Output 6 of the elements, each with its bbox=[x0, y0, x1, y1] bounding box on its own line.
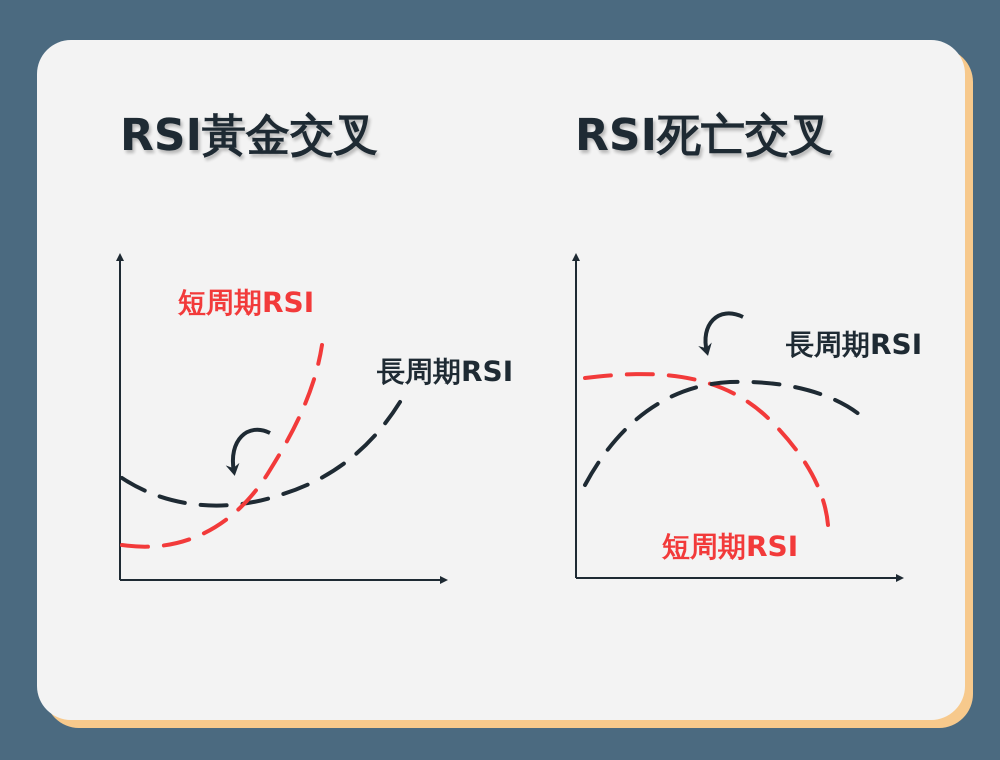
curve-label: 長周期RSI bbox=[377, 357, 514, 388]
heading: RSI黃金交叉 bbox=[120, 112, 378, 160]
heading: RSI死亡交叉 bbox=[575, 112, 833, 160]
curve-label: 短周期RSI bbox=[178, 288, 314, 319]
curve-label: 短周期RSI bbox=[662, 532, 798, 563]
curve-label: 長周期RSI bbox=[786, 330, 922, 361]
